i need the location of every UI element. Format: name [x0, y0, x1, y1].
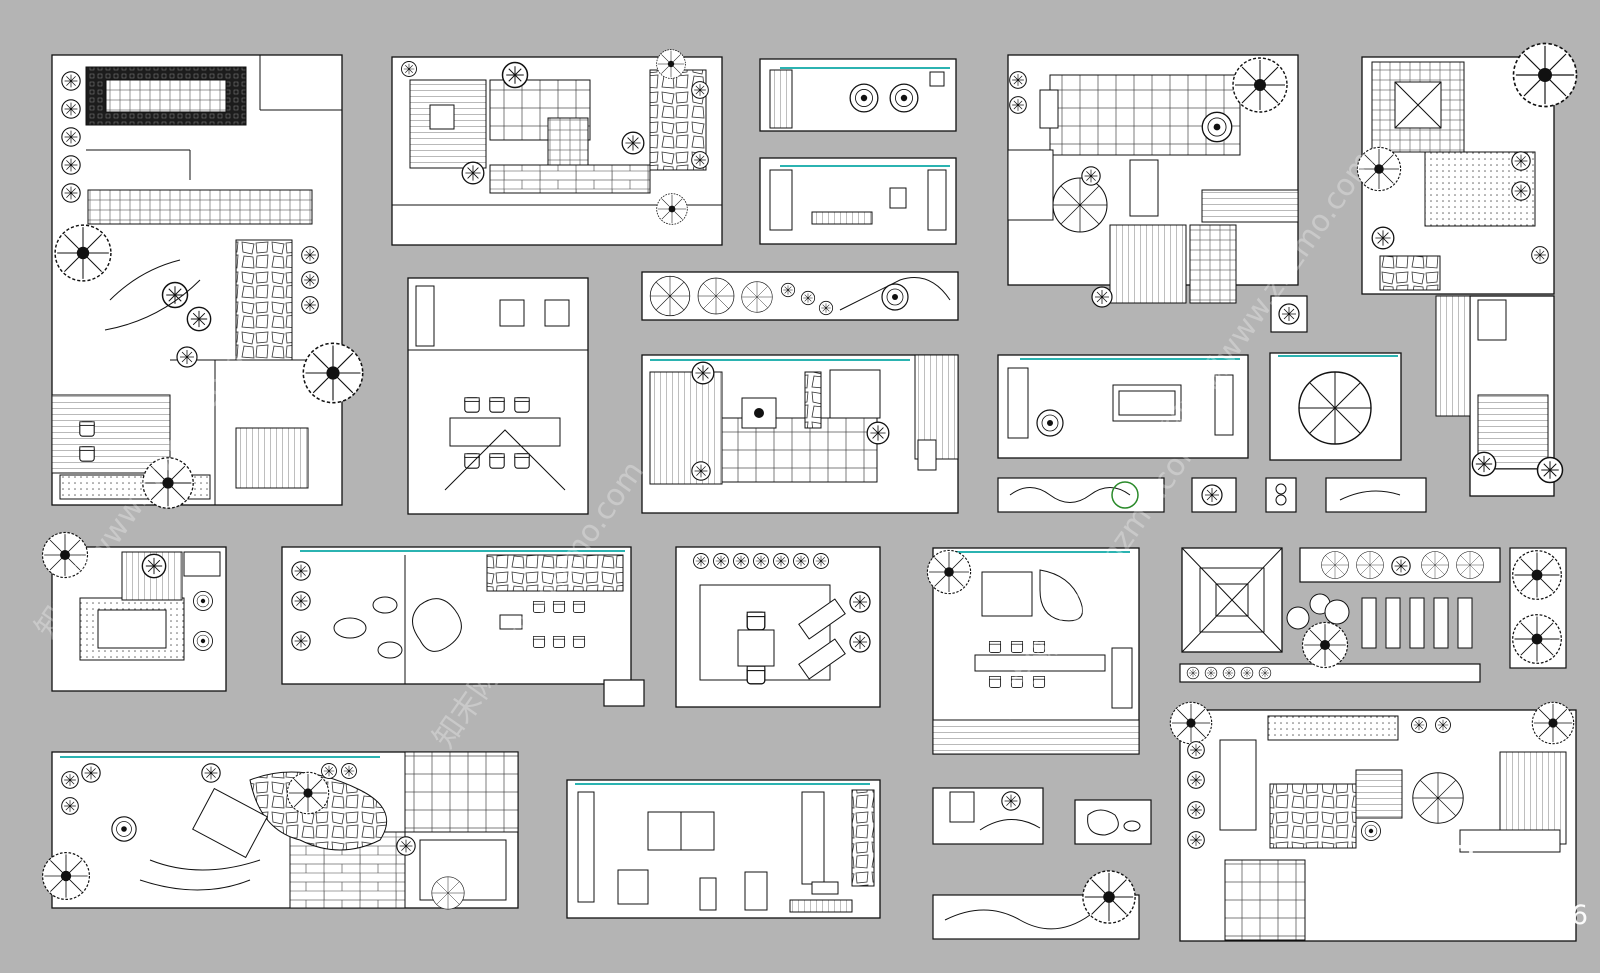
- roof-garden-plan-right: [1356, 42, 1578, 497]
- dining-room-plan: [407, 277, 589, 515]
- pool-plan-small: [41, 531, 227, 692]
- brand-logo: 知末: [1392, 833, 1504, 887]
- patio-plan-loungers: [675, 546, 881, 708]
- terrace-plan-umbrella: [1007, 54, 1299, 308]
- stone-feature-details: [932, 787, 1152, 940]
- rockery-garden-plan: [41, 751, 519, 910]
- billiards-room-plan: [997, 354, 1249, 459]
- stepping-stone-plan: [1286, 547, 1567, 669]
- detail-swatches: [997, 295, 1427, 513]
- image-id: ID: 1233402226: [1369, 900, 1588, 931]
- garden-plan-tiles: [391, 49, 723, 246]
- gym-room-plan: [566, 779, 881, 919]
- lounge-plan-small: [759, 58, 957, 132]
- courtyard-plan-large: [51, 54, 364, 509]
- planting-strip: [641, 271, 959, 321]
- courtyard-plan-bottom-right: [1169, 701, 1577, 942]
- pavilion-roof-plan: [1179, 547, 1481, 683]
- umbrella-deck-plan: [1269, 352, 1402, 461]
- lounge-plan-tiles: [641, 354, 959, 514]
- kitchen-plan-small: [759, 157, 957, 245]
- rock-garden-plan: [926, 547, 1140, 755]
- living-room-plan-long: [281, 546, 645, 707]
